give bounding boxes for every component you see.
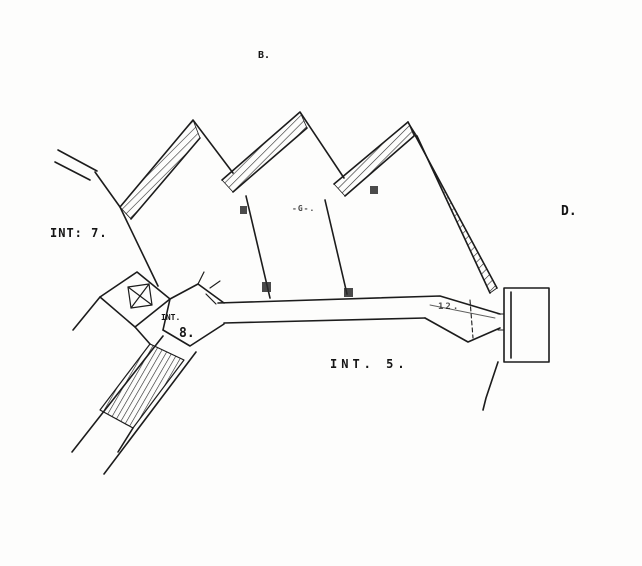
label-int-8-num: 8. [179,326,195,341]
label-int-5: INT. 5. [330,357,409,371]
label-building-d: D. [561,204,577,219]
door-marks [240,186,378,297]
left-stub-lines [54,149,121,208]
right-block [482,287,550,411]
interior-walls [119,195,348,299]
label-room-12: 12. [438,302,461,312]
diamond-vestibule [72,271,171,331]
road-lines [71,335,197,475]
label-int-8-word: INT. [161,313,181,322]
entry-hall-int8 [162,271,225,347]
label-room-g: -G-. [292,204,316,213]
facade-hatch-bands [119,111,498,294]
corridor-int5 [217,295,501,343]
label-building-b: B. [258,50,271,61]
label-int-7: INT: 7. [50,226,108,240]
staircase [99,326,185,429]
